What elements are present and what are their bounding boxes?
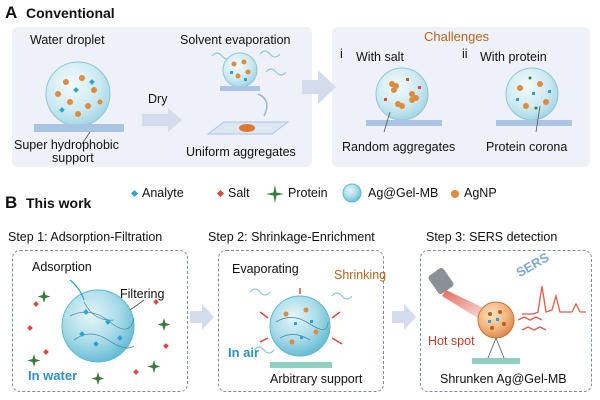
challenges-label: Challenges [424,29,490,44]
in-air-label: In air [228,345,260,360]
dry-arrow [142,108,182,132]
agnp-dot-icon [451,190,459,198]
analyte-diamond-icon [130,189,139,198]
step2-arrow [392,304,416,330]
water-droplet-label: Water droplet [30,33,105,47]
protein-droplet-drawing [496,67,572,133]
with-protein-label: With protein [480,50,547,64]
with-salt-label: With salt [356,50,404,64]
water-droplet-drawing [34,61,124,145]
section-a-title: Conventional [26,5,115,21]
uniform-aggregates-label: Uniform aggregates [186,145,296,159]
step1-title: Step 1: Adsorption-Filtration [8,230,163,244]
section-a-arrow [302,70,336,104]
step2-drawing [249,288,353,368]
protein-star-icon [266,185,284,203]
dry-label: Dry [148,92,168,106]
legend-salt: Salt [228,186,250,200]
section-b-title: This work [26,195,92,211]
step1-arrow [190,304,214,330]
superhydrophobic-label: Super hydrophobic [14,138,119,152]
random-aggregates-label: Random aggregates [342,140,456,154]
numeral-i: i [340,47,343,61]
evaporating-label: Evaporating [232,262,299,276]
step1-drawing [27,279,171,385]
step3-title: Step 3: SERS detection [426,230,558,244]
adsorption-label: Adsorption [32,260,92,274]
evaporation-drawing [206,50,290,135]
in-water-label: In water [28,368,78,383]
arbitrary-support-label: Arbitrary support [270,372,363,386]
step3-box [420,250,592,392]
hot-spot-label: Hot spot [428,334,475,348]
support-label: support [52,151,94,165]
legend-protein: Protein [288,186,328,200]
protein-corona-label: Protein corona [486,140,568,154]
salt-diamond-icon [216,189,225,198]
legend-agmb: Ag@Gel-MB [368,186,439,200]
microbead-icon [342,183,362,203]
solvent-evaporation-label: Solvent evaporation [180,33,291,47]
section-b-letter: B [5,193,18,212]
section-a-letter: A [5,3,18,22]
step1-box [12,250,188,392]
step3-drawing [428,268,586,364]
legend: Analyte Salt Protein Ag@Gel-MB AgNP [130,183,600,207]
legend-analyte: Analyte [142,186,184,200]
numeral-ii: ii [462,47,468,61]
filtering-label: Filtering [120,287,165,301]
shrinking-label: Shrinking [334,268,387,282]
legend-agnp: AgNP [464,186,497,200]
step2-box [218,250,384,392]
salt-droplet-drawing [366,67,442,133]
step2-title: Step 2: Shrinkage-Enrichment [208,230,375,244]
shrunken-label: Shrunken Ag@Gel-MB [440,372,567,386]
